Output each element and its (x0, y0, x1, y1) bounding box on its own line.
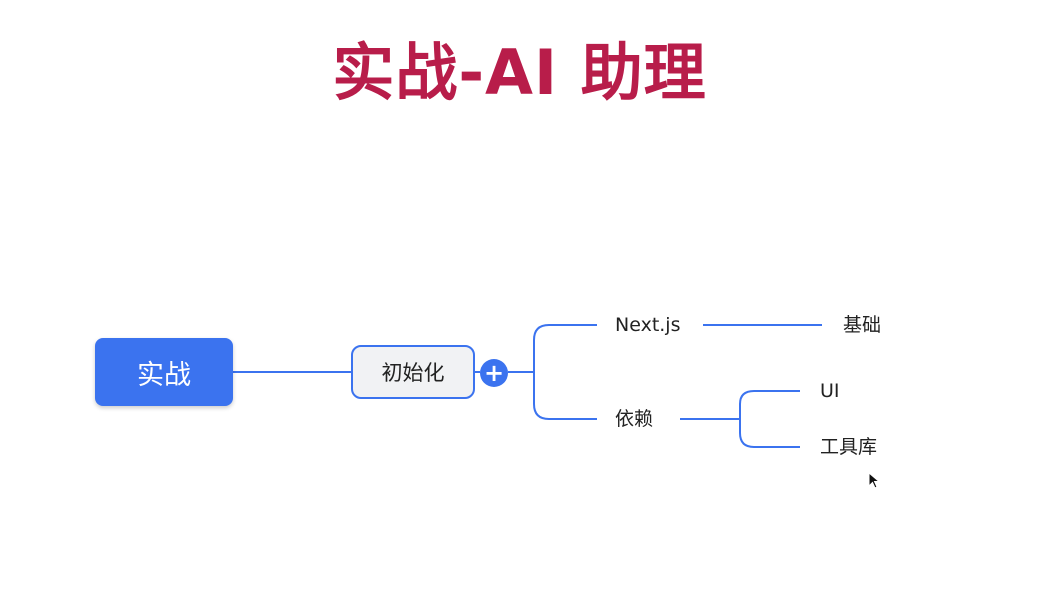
mindmap-node-init[interactable]: 初始化 (351, 345, 475, 399)
mindmap-node-deps[interactable]: 依赖 (615, 408, 654, 430)
mouse-cursor-icon (868, 472, 880, 489)
connector-deps-ui (739, 390, 800, 419)
mindmap-node-ui[interactable]: UI (820, 380, 840, 402)
expand-plus-icon[interactable]: + (480, 359, 508, 387)
mindmap-node-nextjs[interactable]: Next.js (615, 314, 681, 336)
connector-branch-deps (533, 372, 597, 420)
connector-deps-tools (739, 419, 800, 448)
slide-title: 实战-AI 助理 (332, 36, 707, 109)
mindmap-root-node[interactable]: 实战 (95, 338, 233, 406)
mindmap-node-tools[interactable]: 工具库 (820, 436, 878, 458)
connector-branch-next (533, 324, 597, 372)
mindmap-node-basics[interactable]: 基础 (843, 314, 882, 336)
